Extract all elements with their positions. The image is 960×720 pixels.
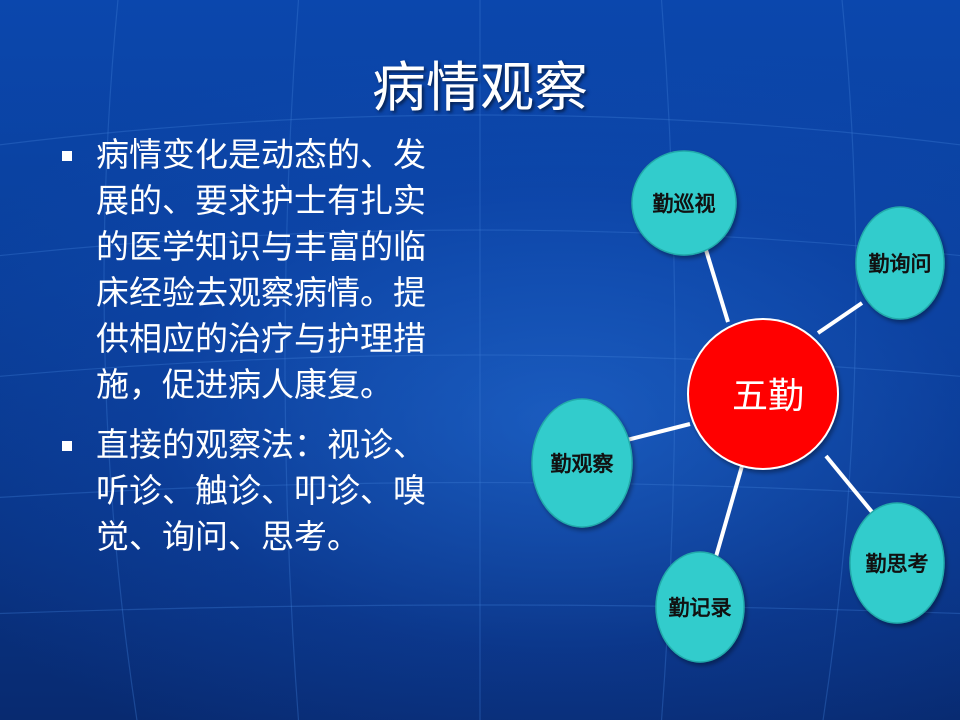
center-node: 五勤 xyxy=(687,318,839,470)
node-record: 勤记录 xyxy=(655,551,745,663)
connector-line xyxy=(704,249,730,323)
square-bullet-icon xyxy=(62,151,72,161)
connector-line xyxy=(816,301,864,335)
node-observe: 勤观察 xyxy=(531,398,633,528)
connector-line xyxy=(713,465,744,561)
square-bullet-icon xyxy=(62,441,72,451)
node-inquire: 勤询问 xyxy=(855,206,945,320)
node-label: 勤记录 xyxy=(669,596,732,620)
bullet-item: 病情变化是动态的、发展的、要求护士有扎实的医学知识与丰富的临床经验去观察病情。提… xyxy=(58,132,438,408)
connector-line xyxy=(622,422,691,443)
node-label: 勤观察 xyxy=(551,452,615,476)
bullet-item: 直接的观察法：视诊、听诊、触诊、叩诊、嗅觉、询问、思考。 xyxy=(58,422,438,560)
connector-line xyxy=(824,454,874,514)
bullet-text: 病情变化是动态的、发展的、要求护士有扎实的医学知识与丰富的临床经验去观察病情。提… xyxy=(96,135,426,404)
node-think: 勤思考 xyxy=(849,502,945,624)
center-node-label: 五勤 xyxy=(732,376,804,417)
node-inspect: 勤巡视 xyxy=(631,150,737,256)
node-label: 勤思考 xyxy=(866,552,929,576)
bullet-text: 直接的观察法：视诊、听诊、触诊、叩诊、嗅觉、询问、思考。 xyxy=(96,425,426,556)
bullet-list: 病情变化是动态的、发展的、要求护士有扎实的医学知识与丰富的临床经验去观察病情。提… xyxy=(58,132,438,574)
node-label: 勤巡视 xyxy=(653,192,716,216)
node-label: 勤询问 xyxy=(869,252,932,276)
slide-title: 病情观察 xyxy=(372,56,588,119)
